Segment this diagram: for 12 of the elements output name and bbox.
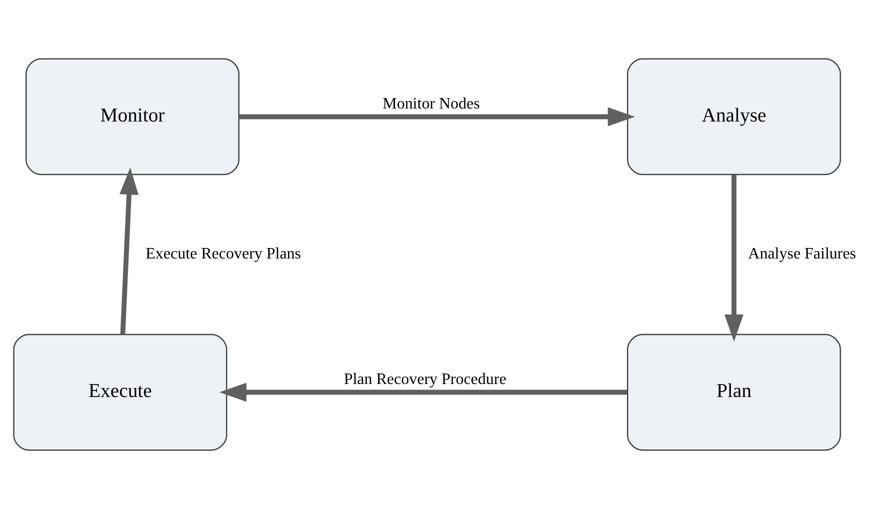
arrow — [120, 167, 139, 334]
arrow — [724, 174, 744, 342]
edge-label: Analyse Failures — [748, 246, 856, 263]
arrow — [219, 382, 628, 402]
arrow — [238, 107, 635, 126]
node-box: Analyse — [626, 58, 841, 176]
edge-label: Plan Recovery Procedure — [344, 371, 506, 388]
edge-label: Execute Recovery Plans — [146, 246, 302, 263]
node-box: Monitor — [25, 58, 240, 176]
node-box: Plan — [626, 334, 841, 451]
edge-label: Monitor Nodes — [382, 96, 480, 113]
node-box: Execute — [13, 334, 228, 451]
